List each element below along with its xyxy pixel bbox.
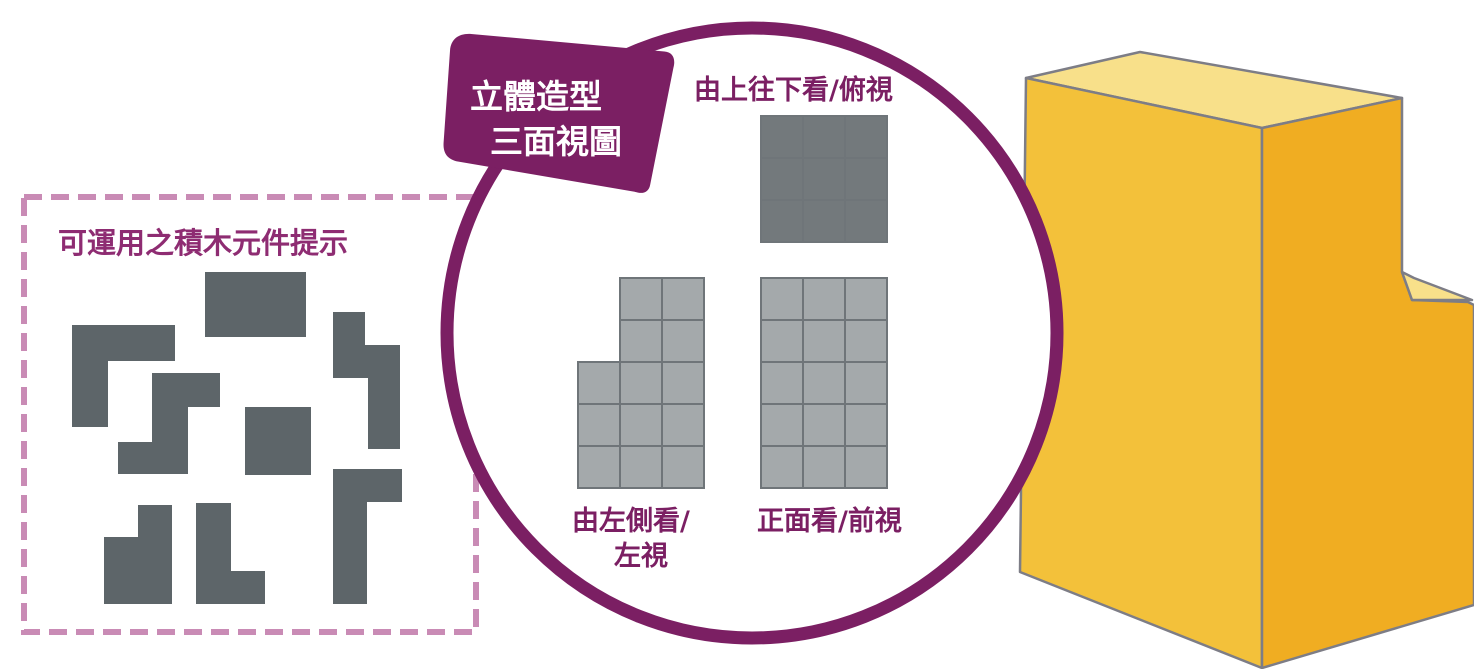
block-side-face xyxy=(1260,96,1474,669)
left-view-grid xyxy=(577,277,705,489)
block-piece xyxy=(245,407,311,475)
front-view-label: 正面看/前視 xyxy=(757,505,902,537)
front-view-cell xyxy=(844,403,888,447)
front-view-cell xyxy=(844,445,888,489)
views-tag-line-1: 立體造型 xyxy=(470,77,602,116)
top-view-cell xyxy=(760,157,804,201)
top-view-cell xyxy=(802,199,846,243)
front-view-cell xyxy=(802,277,846,321)
left-view-cell xyxy=(661,319,705,363)
front-view-cell xyxy=(844,277,888,321)
left-view-label-line-1: 由左側看/ xyxy=(572,506,690,537)
left-view-label-line-2: 左視 xyxy=(614,541,668,572)
top-view-cell xyxy=(802,115,846,159)
top-view-cell xyxy=(844,157,888,201)
left-view-cell xyxy=(661,403,705,447)
top-view-cell xyxy=(760,199,804,243)
front-view-cell xyxy=(760,277,804,321)
front-view-cell xyxy=(760,403,804,447)
left-view-cell xyxy=(619,361,663,405)
front-view-cell xyxy=(844,361,888,405)
front-view-cell xyxy=(802,361,846,405)
left-view-cell xyxy=(577,361,621,405)
front-view-cell xyxy=(760,319,804,363)
block-pieces xyxy=(72,272,402,604)
hint-box-title: 可運用之積木元件提示 xyxy=(58,226,348,260)
top-view-cell xyxy=(844,199,888,243)
left-view-cell xyxy=(619,319,663,363)
top-view-cell xyxy=(760,115,804,159)
top-view-label: 由上往下看/俯視 xyxy=(694,74,893,106)
block-piece xyxy=(118,373,220,474)
left-view-cell xyxy=(577,445,621,489)
left-view-cell xyxy=(661,445,705,489)
views-tag xyxy=(443,33,675,193)
block-piece xyxy=(333,312,400,449)
block-piece xyxy=(196,503,265,604)
front-view-cell xyxy=(760,445,804,489)
front-view-cell xyxy=(802,445,846,489)
block-piece xyxy=(205,272,306,337)
top-view-cell xyxy=(844,115,888,159)
front-view-cell xyxy=(802,319,846,363)
views-tag-line-2: 三面視圖 xyxy=(490,122,622,161)
front-view-cell xyxy=(802,403,846,447)
top-view-cell xyxy=(802,157,846,201)
block-piece xyxy=(72,325,175,427)
hint-box-border xyxy=(21,194,479,635)
block-step-face xyxy=(1400,270,1474,302)
block-piece xyxy=(104,505,172,604)
left-view-cell xyxy=(619,277,663,321)
top-view-grid xyxy=(760,115,888,243)
left-view-cell xyxy=(661,361,705,405)
left-view-cell xyxy=(619,445,663,489)
left-view-cell xyxy=(619,403,663,447)
yellow-block xyxy=(1018,50,1474,669)
block-piece xyxy=(333,469,402,604)
front-view-grid xyxy=(760,277,888,489)
front-view-cell xyxy=(844,319,888,363)
front-view-cell xyxy=(760,361,804,405)
left-view-cell xyxy=(577,403,621,447)
left-view-cell xyxy=(661,277,705,321)
